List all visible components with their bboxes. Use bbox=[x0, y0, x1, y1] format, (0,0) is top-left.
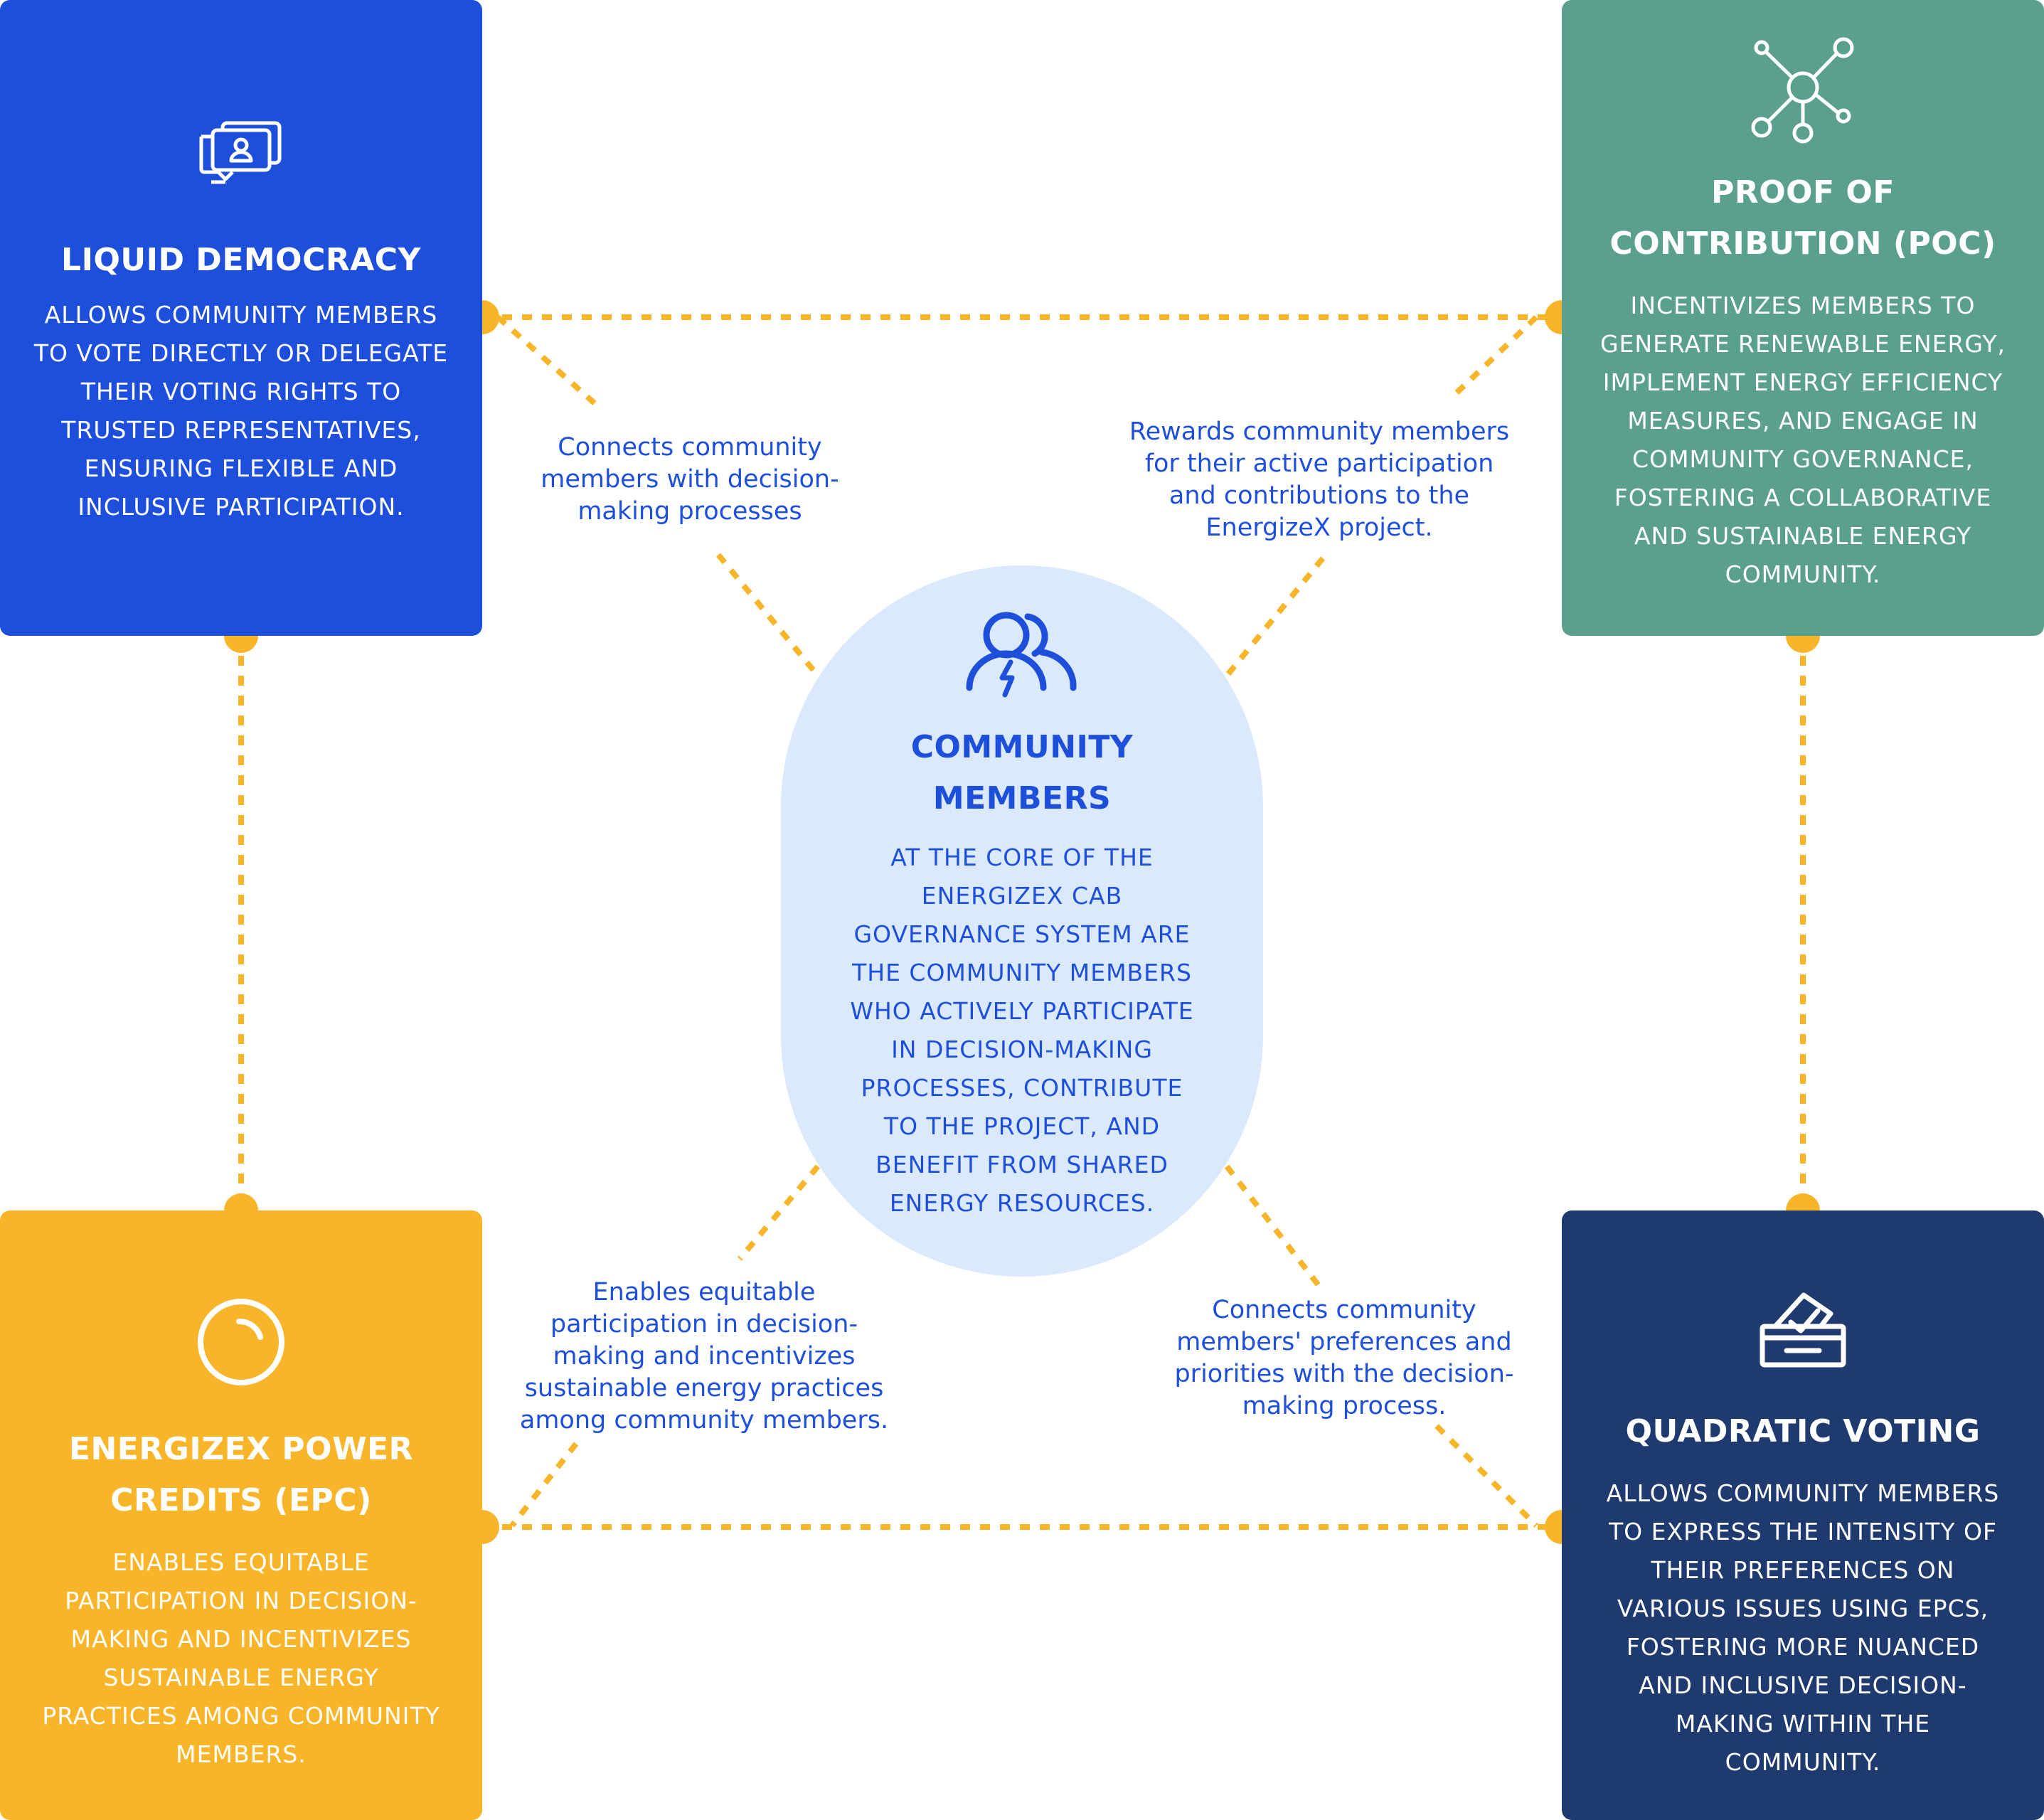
chat-person-icon bbox=[199, 121, 282, 184]
hub-community-members: COMMUNITY MEMBERS AT THE CORE OF THE ENE… bbox=[781, 565, 1263, 1277]
connector-qv-hub-b bbox=[1434, 1424, 1538, 1528]
card-title: ENERGIZEX POWER CREDITS (EPC) bbox=[68, 1431, 414, 1518]
connector-ld-hub-a bbox=[496, 315, 603, 411]
community-people-lightning-icon bbox=[966, 612, 1077, 698]
hub-title: COMMUNITY MEMBERS bbox=[910, 729, 1134, 816]
card-description: INCENTIVIZES MEMBERS TO GENERATE RENEWAB… bbox=[1599, 292, 2006, 588]
card-title: PROOF OF CONTRIBUTION (POC) bbox=[1609, 174, 1996, 262]
card-liquid-democracy: LIQUID DEMOCRACY ALLOWS COMMUNITY MEMBER… bbox=[0, 0, 482, 636]
card-description: ALLOWS COMMUNITY MEMBERS TO EXPRESS THE … bbox=[1606, 1479, 2000, 1776]
card-title: QUADRATIC VOTING bbox=[1625, 1413, 1981, 1449]
hub-description: AT THE CORE OF THE ENERGIZEX CAB GOVERNA… bbox=[850, 844, 1194, 1217]
connector-epc-hub-b bbox=[509, 1442, 579, 1528]
card-power-credits: ENERGIZEX POWER CREDITS (EPC) ENABLES EQ… bbox=[0, 1210, 482, 1820]
edge-label-quadratic-voting: Connects community members' preferences … bbox=[1166, 1294, 1522, 1422]
edge-label-power-credits: Enables equitable participation in decis… bbox=[512, 1277, 896, 1437]
connector-poc-hub-b bbox=[1224, 556, 1326, 678]
connector-epc-hub-a bbox=[737, 1164, 821, 1261]
ballot-box-check-icon bbox=[1760, 1292, 1846, 1368]
card-description: ALLOWS COMMUNITY MEMBERS TO VOTE DIRECTL… bbox=[33, 301, 449, 521]
card-quadratic-voting: QUADRATIC VOTING ALLOWS COMMUNITY MEMBER… bbox=[1562, 1210, 2044, 1820]
connector-ld-hub-b bbox=[715, 553, 821, 678]
edge-label-proof-of-contribution: Rewards community members for their acti… bbox=[1120, 416, 1518, 544]
connector-poc-hub-a bbox=[1449, 315, 1538, 400]
connector-qv-hub-a bbox=[1224, 1164, 1326, 1293]
coin-circle-icon bbox=[198, 1299, 284, 1385]
card-title: LIQUID DEMOCRACY bbox=[61, 242, 421, 278]
card-proof-of-contribution: PROOF OF CONTRIBUTION (POC) INCENTIVIZES… bbox=[1562, 0, 2044, 636]
edge-label-liquid-democracy: Connects community members with decision… bbox=[526, 432, 853, 528]
network-nodes-icon bbox=[1751, 37, 1854, 144]
card-description: ENABLES EQUITABLE PARTICIPATION IN DECIS… bbox=[42, 1548, 440, 1768]
